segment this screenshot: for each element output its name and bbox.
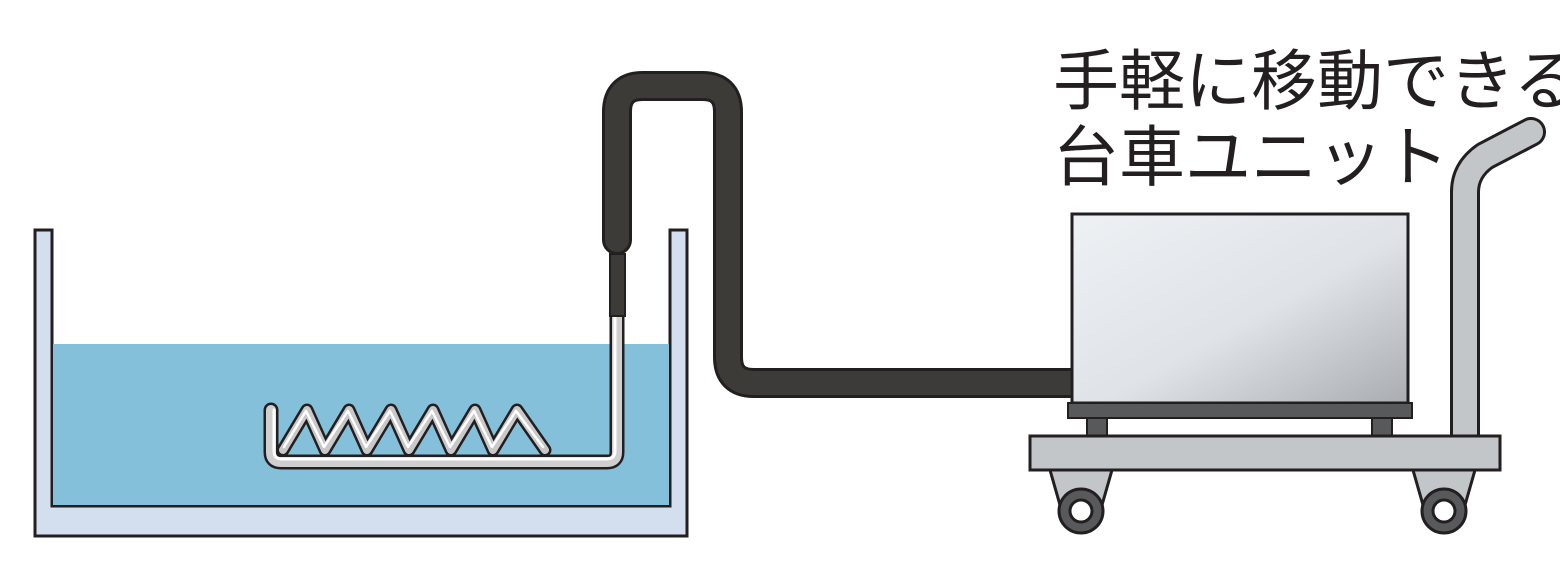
heater-pipe-body bbox=[266, 311, 622, 467]
handle-body bbox=[1453, 120, 1543, 452]
caster-left bbox=[1048, 468, 1114, 535]
unit-base-plate bbox=[1067, 402, 1413, 419]
heater-coil-loops bbox=[276, 403, 552, 457]
cart-deck bbox=[1028, 434, 1502, 472]
unit-box bbox=[1070, 212, 1410, 405]
flexible-hose bbox=[602, 71, 1087, 398]
cart-handle bbox=[1450, 117, 1546, 455]
unit-foot-right bbox=[1371, 417, 1393, 437]
unit-foot-left bbox=[1086, 417, 1108, 437]
caption-line-1: 手軽に移動できる bbox=[1053, 43, 1560, 120]
water-tank bbox=[33, 228, 689, 538]
hose-body bbox=[605, 74, 1084, 395]
heater-pipe-highlight bbox=[272, 314, 617, 461]
heater-control-unit bbox=[1067, 212, 1413, 437]
heater-sleeve bbox=[609, 253, 626, 317]
caster-right bbox=[1411, 468, 1477, 535]
caption: 手軽に移動できる 台車ユニット bbox=[1053, 43, 1560, 196]
caption-line-2: 台車ユニット bbox=[1053, 119, 1449, 196]
immersion-heater bbox=[263, 253, 626, 470]
hand-cart bbox=[1028, 434, 1502, 535]
